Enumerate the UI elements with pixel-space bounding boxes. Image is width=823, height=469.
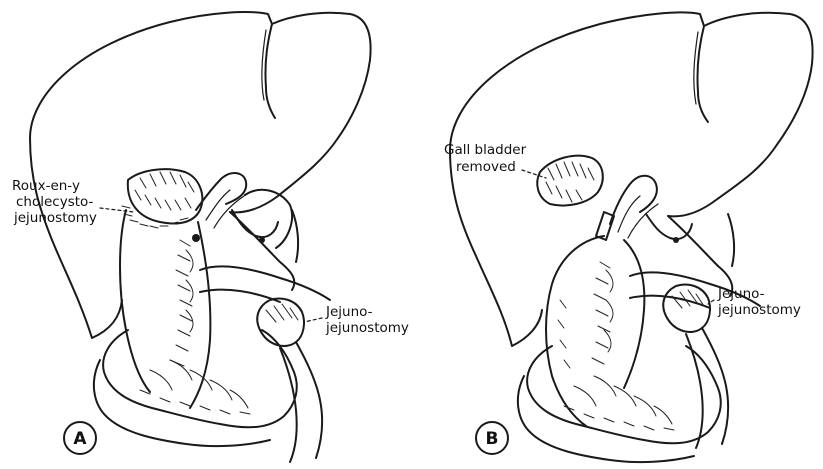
panel-a-liver xyxy=(30,12,371,338)
panel-b-jj-label-line2: jejunostomy xyxy=(717,302,801,318)
panel-a-roux-label-line2: cholecysto- xyxy=(16,194,94,210)
panel-a-jj-segment xyxy=(257,299,304,347)
panel-a-jj-label-line2: jejunostomy xyxy=(325,320,409,336)
panel-a-roux-label-line1: Roux-en-y xyxy=(12,178,80,194)
panel-a-roux-leader xyxy=(100,208,134,212)
panel-b-jj-segment xyxy=(663,285,710,333)
panel-b-jj-label-line1: Jejuno- xyxy=(717,286,765,302)
panel-a-jj-leader xyxy=(304,318,322,322)
panel-b-roux-limb xyxy=(546,236,644,426)
panel-b-gb-label-line1: Gall bladder xyxy=(444,142,527,158)
panel-b: Gall bladder removed Jejuno- jejunostomy… xyxy=(444,12,813,462)
panel-a-letter: A xyxy=(73,429,87,449)
panel-a-roux-label-line3: jejunostomy xyxy=(13,210,97,226)
panel-b-gb-leader xyxy=(522,170,546,178)
panel-a-jj-label-line1: Jejuno- xyxy=(325,304,373,320)
panel-b-letter: B xyxy=(486,429,499,449)
panel-a: Roux-en-y cholecysto- jejunostomy Jejuno… xyxy=(12,12,409,462)
panel-b-gb-label-line2: removed xyxy=(456,159,516,175)
